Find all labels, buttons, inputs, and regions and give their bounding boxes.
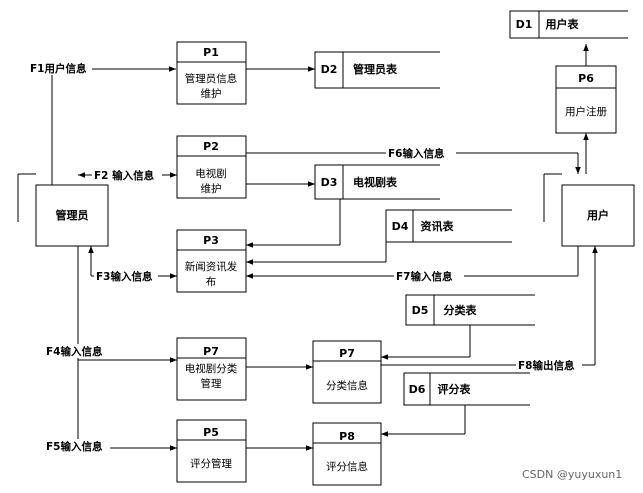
flow-label-f6: F6输入信息 (388, 147, 445, 160)
store-d3-id: D3 (321, 176, 338, 189)
process-p3-id: P3 (203, 234, 219, 247)
flow-label-f3: F3输入信息 (96, 270, 153, 283)
store-d5-name: 分类表 (444, 303, 478, 317)
process-p7b-id: P7 (339, 347, 355, 360)
store-d4-id: D4 (392, 220, 409, 233)
store-d1-id: D1 (516, 18, 533, 31)
flow-label-f8: F8输出信息 (518, 359, 575, 372)
process-p7a-name-2: 管理 (201, 377, 222, 390)
process-p7a-name-1: 电视剧分类 (185, 362, 238, 375)
store-d6-id: D6 (409, 383, 426, 396)
store-d6: D6 评分表 (403, 372, 530, 406)
process-p1: P1 管理员信息 维护 (176, 41, 247, 105)
process-p2-name-2: 维护 (201, 182, 222, 195)
store-d5-id: D5 (412, 304, 429, 317)
store-d1: D1 用户表 (509, 10, 628, 39)
entity-user: 用户 (561, 184, 635, 247)
process-p2-name-1: 电视剧 (195, 167, 227, 180)
process-p5-name: 评分管理 (190, 457, 232, 470)
process-p7-category-info: P7 分类信息 (312, 340, 382, 404)
process-p7a-id: P7 (203, 345, 219, 358)
flow-label-f2: F2 输入信息 (94, 169, 155, 182)
process-p7-category-mgmt: P7 电视剧分类 管理 (176, 337, 247, 401)
store-d5: D5 分类表 (405, 294, 535, 326)
process-p1-name-1: 管理员信息 (185, 72, 238, 85)
store-d2: D2 管理员表 (314, 51, 440, 89)
store-d4: D4 资讯表 (385, 209, 512, 243)
process-p6-id: P6 (578, 72, 594, 85)
store-d4-name: 资讯表 (421, 219, 455, 233)
process-p8-id: P8 (339, 430, 355, 443)
store-d3-name: 电视剧表 (353, 175, 398, 189)
flow-label-f7: F7输入信息 (396, 270, 453, 283)
process-p3: P3 新闻资讯发 布 (176, 229, 247, 293)
process-p1-id: P1 (203, 46, 219, 59)
store-d6-name: 评分表 (438, 382, 472, 396)
store-d1-name: 用户表 (546, 17, 580, 31)
process-p2: P2 电视剧 维护 (176, 135, 247, 199)
process-p8: P8 评分信息 (312, 422, 382, 486)
store-d2-name: 管理员表 (353, 62, 398, 76)
flow-label-f1: F1用户信息 (30, 62, 87, 75)
flow-labels: F1用户信息 F2 输入信息 F6输入信息 F3输入信息 F7输入信息 F4输入… (28, 61, 582, 453)
process-p8-name: 评分信息 (326, 460, 368, 473)
flow-label-f5: F5输入信息 (46, 440, 103, 453)
process-p6: P6 用户注册 (555, 65, 617, 134)
store-d2-id: D2 (321, 63, 338, 76)
process-p3-name-2: 布 (206, 276, 217, 288)
process-p1-name-2: 维护 (201, 87, 222, 100)
process-p3-name-1: 新闻资讯发 (185, 260, 238, 273)
process-p2-id: P2 (203, 140, 219, 153)
process-p5-id: P5 (203, 426, 219, 439)
process-p7b-name: 分类信息 (326, 379, 368, 392)
watermark: CSDN @yuyuxun1 (522, 468, 622, 481)
process-p6-name: 用户注册 (565, 105, 607, 118)
process-p5: P5 评分管理 (176, 419, 247, 483)
entity-admin: 管理员 (35, 184, 109, 247)
entity-user-label: 用户 (587, 208, 609, 222)
flow-label-f4: F4输入信息 (46, 345, 103, 358)
store-d3: D3 电视剧表 (314, 164, 440, 200)
entity-admin-label: 管理员 (56, 208, 89, 222)
